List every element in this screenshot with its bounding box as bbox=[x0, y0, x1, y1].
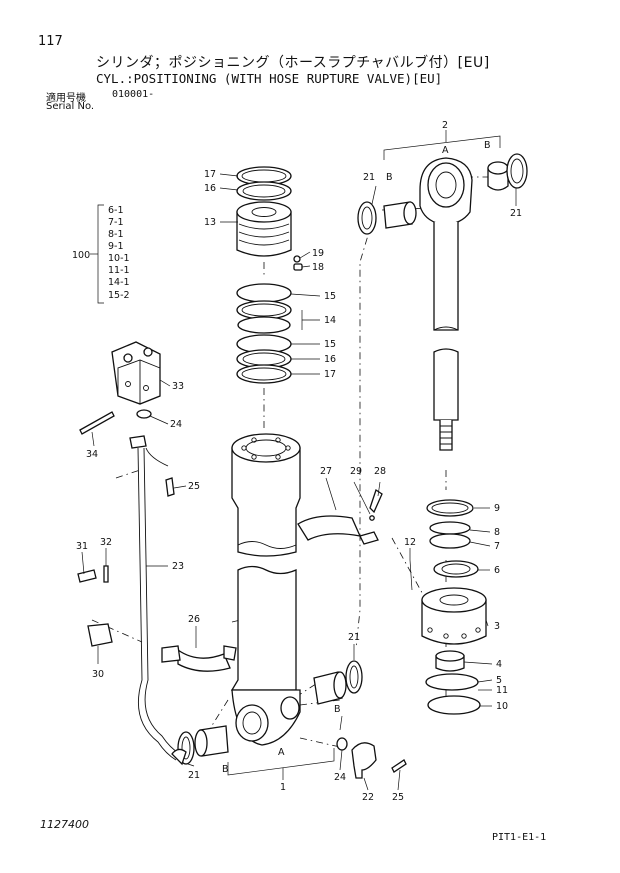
callout-11: 11 bbox=[496, 685, 508, 696]
page-code: PIT1-E1-1 bbox=[492, 832, 547, 843]
callout-24-a: 24 bbox=[170, 419, 182, 430]
piston-seal-stack bbox=[236, 166, 303, 384]
serial-label-english: Serial No. bbox=[46, 101, 95, 112]
callout-2: 2 bbox=[442, 120, 448, 131]
callout-6: 6 bbox=[494, 565, 500, 576]
callout-21-a: 21 bbox=[363, 172, 375, 183]
serial-label-japanese: 適用号機 bbox=[46, 93, 86, 104]
kit-item: 11-1 bbox=[108, 265, 130, 276]
callout-21-d: 21 bbox=[188, 770, 200, 781]
callout-17-b: 17 bbox=[324, 369, 336, 380]
callout-16-a: 16 bbox=[204, 183, 216, 194]
callout-16-b: 16 bbox=[324, 354, 336, 365]
elbow-fitting bbox=[336, 737, 407, 779]
callout-17-a: 17 bbox=[204, 169, 216, 180]
kit-item: 8-1 bbox=[108, 229, 124, 240]
callout-33: 33 bbox=[172, 381, 184, 392]
callout-34: 34 bbox=[86, 449, 98, 460]
cylinder-head-stack bbox=[421, 499, 487, 715]
callout-23: 23 bbox=[172, 561, 184, 572]
callout-31: 31 bbox=[76, 541, 88, 552]
kit-item: 7-1 bbox=[108, 217, 124, 228]
callout-1: 1 bbox=[280, 782, 286, 793]
kit-item: 10-1 bbox=[108, 253, 130, 264]
kit-item: 6-1 bbox=[108, 205, 124, 216]
callout-25-a: 25 bbox=[188, 481, 200, 492]
page-title-japanese: シリンダ；ポジショニング（ホースラプチャバルブ付）[EU] bbox=[96, 55, 490, 71]
hose-rupture-valve bbox=[77, 341, 187, 766]
callout-24-b: 24 bbox=[334, 772, 346, 783]
callout-a-bottom: A bbox=[278, 747, 285, 758]
callout-10: 10 bbox=[496, 701, 508, 712]
callout-labels: 2 A B 21 B 21 17 16 13 19 18 15 14 15 16… bbox=[72, 120, 522, 803]
assembly-brackets bbox=[90, 130, 501, 780]
callout-13: 13 bbox=[204, 217, 216, 228]
callout-15-a: 15 bbox=[324, 291, 336, 302]
callout-26: 26 bbox=[188, 614, 200, 625]
kit-item: 9-1 bbox=[108, 241, 124, 252]
callout-4: 4 bbox=[496, 659, 502, 670]
callout-14: 14 bbox=[324, 315, 336, 326]
callout-b-top: B bbox=[484, 140, 491, 151]
callout-29: 29 bbox=[350, 466, 362, 477]
callout-8: 8 bbox=[494, 527, 500, 538]
callout-21-c: 21 bbox=[348, 632, 360, 643]
callout-a-top: A bbox=[442, 145, 449, 156]
callout-32: 32 bbox=[100, 537, 112, 548]
kit-label: 100 bbox=[72, 250, 90, 261]
leader-lines bbox=[81, 173, 517, 791]
callout-b-mid: B bbox=[334, 704, 341, 715]
bands-clamps bbox=[161, 488, 383, 672]
rod-assembly bbox=[357, 153, 528, 451]
kit-item: 15-2 bbox=[108, 290, 130, 301]
callout-15-b: 15 bbox=[324, 339, 336, 350]
callout-19: 19 bbox=[312, 248, 324, 259]
drawing-number: 1127400 bbox=[40, 818, 89, 831]
page-number: 117 bbox=[38, 34, 63, 49]
kit-item: 14-1 bbox=[108, 277, 130, 288]
callout-21-b: 21 bbox=[510, 208, 522, 219]
callout-30: 30 bbox=[92, 669, 104, 680]
callout-22: 22 bbox=[362, 792, 374, 803]
callout-b-left: B bbox=[386, 172, 393, 183]
callout-12: 12 bbox=[404, 537, 416, 548]
callout-28: 28 bbox=[374, 466, 386, 477]
cylinder-tube bbox=[230, 433, 301, 746]
callout-9: 9 bbox=[494, 503, 500, 514]
callout-18: 18 bbox=[312, 262, 324, 273]
callout-3: 3 bbox=[494, 621, 500, 632]
callout-27: 27 bbox=[320, 466, 332, 477]
callout-5: 5 bbox=[496, 675, 502, 686]
page-title-english: CYL.:POSITIONING (WITH HOSE RUPTURE VALV… bbox=[96, 71, 443, 86]
serial-value: 010001- bbox=[112, 89, 155, 100]
callout-25-b: 25 bbox=[392, 792, 404, 803]
callout-7: 7 bbox=[494, 541, 500, 552]
callout-b-bottom: B bbox=[222, 764, 229, 775]
